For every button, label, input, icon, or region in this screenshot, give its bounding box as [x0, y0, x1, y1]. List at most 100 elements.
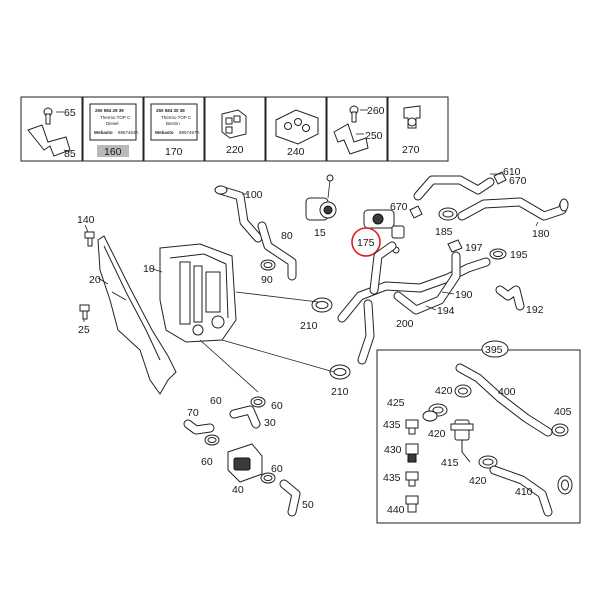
label-85[interactable]: 85 [64, 148, 76, 160]
label-610[interactable]: 610 [503, 166, 521, 178]
label-192[interactable]: 192 [526, 304, 544, 316]
label-415[interactable]: 415 [441, 457, 459, 469]
label-395[interactable]: 395 [485, 344, 503, 356]
label-400[interactable]: 400 [498, 386, 516, 398]
label-197[interactable]: 197 [465, 242, 483, 254]
label-80[interactable]: 80 [281, 230, 293, 242]
label-670-b[interactable]: 670 [509, 175, 527, 187]
clamp-60-bottom [260, 472, 276, 484]
label-410[interactable]: 410 [515, 486, 533, 498]
label-60-b[interactable]: 60 [271, 400, 283, 412]
label-15[interactable]: 15 [314, 227, 326, 239]
label-10[interactable]: 10 [143, 263, 155, 275]
bolt-25 [79, 304, 90, 320]
label-180[interactable]: 180 [532, 228, 550, 240]
label-30[interactable]: 30 [264, 417, 276, 429]
card160-brand: Webasto [94, 130, 113, 135]
label-250[interactable]: 250 [365, 130, 383, 142]
label-sticker-160: 250 584 29 39 Thermo TOP C Diesel Webast… [89, 103, 139, 141]
label-20[interactable]: 20 [89, 274, 101, 286]
clamp-420-mid [422, 410, 438, 422]
hose-610 [413, 175, 495, 201]
highlight-circle-175 [351, 227, 381, 257]
label-430[interactable]: 430 [384, 444, 402, 456]
hose-192 [495, 285, 525, 311]
label-25[interactable]: 25 [78, 324, 90, 336]
valve-415 [450, 419, 474, 463]
label-220[interactable]: 220 [226, 144, 244, 156]
label-260[interactable]: 260 [367, 105, 385, 117]
label-420-c[interactable]: 420 [469, 475, 487, 487]
part-box-270 [387, 96, 449, 162]
hose-assembly-200 [337, 241, 491, 323]
label-195[interactable]: 195 [510, 249, 528, 261]
label-210-a[interactable]: 210 [300, 320, 318, 332]
label-60-a[interactable]: 60 [210, 395, 222, 407]
clamp-60-top [250, 396, 266, 408]
label-170[interactable]: 170 [165, 146, 183, 158]
pump-175 [363, 209, 405, 254]
label-90[interactable]: 90 [261, 274, 273, 286]
top-parts-row: 65 85 250 584 29 39 Thermo TOP C Diesel … [20, 96, 449, 162]
clamp-185 [438, 207, 458, 221]
fitting-435-top [405, 419, 419, 435]
label-50[interactable]: 50 [302, 499, 314, 511]
sensor-440 [405, 495, 419, 513]
ring-410 [557, 475, 573, 495]
bracket-drawing [27, 107, 71, 157]
hose-100 [214, 185, 263, 243]
clamp-90 [260, 259, 276, 271]
label-175[interactable]: 175 [357, 237, 375, 249]
bracket-250 [333, 105, 369, 155]
label-160[interactable]: 160 [104, 146, 122, 158]
connector-197 [447, 239, 463, 253]
mounting-bracket-20 [97, 235, 177, 395]
heater-unit-10 [159, 243, 237, 343]
hose-30 [229, 405, 261, 429]
clamp-420-top [454, 384, 472, 398]
label-435-b[interactable]: 435 [383, 472, 401, 484]
label-60-c[interactable]: 60 [201, 456, 213, 468]
clamp-210-bottom [329, 364, 351, 380]
card170-line2: Thermo TOP C [161, 115, 192, 120]
clamp-60-mid [204, 434, 220, 446]
label-435-a[interactable]: 435 [383, 419, 401, 431]
label-210-b[interactable]: 210 [331, 386, 349, 398]
label-100[interactable]: 100 [245, 189, 263, 201]
label-185[interactable]: 185 [435, 226, 453, 238]
label-405[interactable]: 405 [554, 406, 572, 418]
hose-410 [489, 465, 553, 517]
card170-line3: Benzin [166, 121, 180, 126]
part-box-240 [265, 96, 327, 162]
label-240[interactable]: 240 [287, 146, 305, 158]
inset-frame-395 [376, 349, 581, 524]
label-420-a[interactable]: 420 [435, 385, 453, 397]
label-194[interactable]: 194 [437, 305, 455, 317]
hose-50 [279, 479, 301, 517]
label-420-b[interactable]: 420 [428, 428, 446, 440]
label-70[interactable]: 70 [187, 407, 199, 419]
hose-lower-210 [357, 299, 375, 365]
label-440[interactable]: 440 [387, 504, 405, 516]
label-65[interactable]: 65 [64, 107, 76, 119]
gray-highlight-160 [97, 145, 129, 157]
label-40[interactable]: 40 [232, 484, 244, 496]
connector-block-220 [221, 109, 247, 139]
label-270[interactable]: 270 [402, 144, 420, 156]
label-200[interactable]: 200 [396, 318, 414, 330]
label-425[interactable]: 425 [387, 397, 405, 409]
label-670-a[interactable]: 670 [390, 201, 408, 213]
label-sticker-170: 250 584 30 38 Thermo TOP C Benzin Webast… [150, 103, 200, 141]
card160-line1: 250 584 29 39 [95, 108, 124, 113]
muffler-40 [227, 443, 263, 483]
card170-num: 8867457A [179, 130, 200, 135]
label-140[interactable]: 140 [77, 214, 95, 226]
clamp-420-bottom [478, 455, 498, 469]
label-190[interactable]: 190 [455, 289, 473, 301]
label-60-d[interactable]: 60 [271, 463, 283, 475]
pump-15 [305, 174, 337, 221]
connector-670-right [493, 171, 507, 185]
sensor-430 [405, 443, 419, 463]
hose-400 [455, 363, 553, 437]
clip-270 [403, 105, 421, 129]
